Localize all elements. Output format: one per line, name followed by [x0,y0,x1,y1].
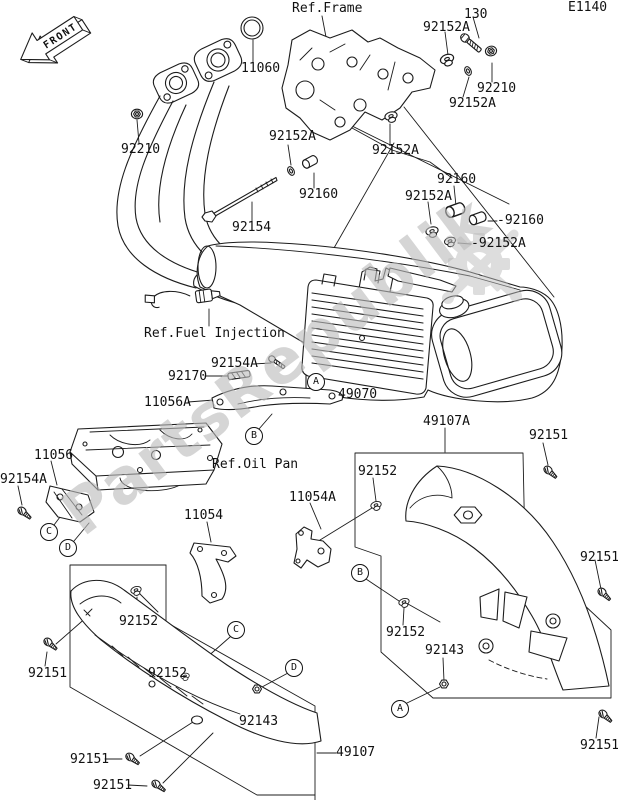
part-label: 92143 [239,714,279,729]
part-label: 92152 [386,625,426,640]
part-label: -92152A [471,236,526,251]
screw-92154a [268,355,286,370]
part-label: 92152 [148,666,188,681]
part-label: 92151 [529,428,569,443]
detail-marker: C [227,621,245,639]
detail-marker: B [245,427,263,445]
part-label: 92152A [269,129,316,144]
detail-marker: D [59,539,77,557]
part-label: -92160 [497,213,544,228]
part-label: 11054A [289,490,336,505]
part-label: 92152A [372,143,419,158]
part-label: Ref.Frame [292,1,363,16]
part-label: 92170 [168,369,208,384]
part-label: 92143 [425,643,465,658]
bracket-11056-drawing [45,485,95,523]
part-label: 49070 [338,387,378,402]
frame-bracket-drawing [281,29,453,179]
part-label: 92210 [477,81,517,96]
part-label: 11060 [241,61,281,76]
detail-marker: A [391,700,409,718]
bracket-11054-drawing [189,542,237,604]
part-label: 92151 [580,738,618,753]
oxygen-sensor-drawing [144,288,221,309]
part-label: 92152A [423,20,470,35]
heat-shield-drawing [301,268,434,395]
part-label: 92152A [405,189,452,204]
part-label: 92210 [121,142,161,157]
oil-pan-drawing [69,422,223,492]
part-label: 92160 [437,172,477,187]
part-label: 92151 [70,752,110,767]
detail-marker: B [351,564,369,582]
part-label: 11056 [34,448,74,463]
bolt-92154 [201,176,278,223]
detail-marker: D [285,659,303,677]
part-label: 92151 [28,666,68,681]
part-label: 92151 [93,778,133,793]
part-label: 92154A [0,472,47,487]
part-label: 130 [464,7,488,22]
cover-49107a-drawing [405,465,610,691]
part-label: 49107A [423,414,470,429]
detail-marker: C [40,523,58,541]
part-label: 49107 [336,745,376,760]
exhaust-holder-drawing [152,38,243,104]
part-label: 92152 [119,614,159,629]
stud-92170 [227,370,251,380]
part-label: 92154 [232,220,272,235]
part-label: 92160 [299,187,339,202]
o-ring-11060 [240,16,264,40]
part-label: 92152A [449,96,496,111]
part-label: Ref.Oil Pan [212,457,299,472]
fasteners [15,31,615,794]
part-label: Ref.Fuel Injection [144,326,285,341]
part-label: 92151 [580,550,618,565]
stay-11056a-drawing [211,385,344,411]
watermark-gear-icon [442,229,522,304]
detail-marker: A [307,373,325,391]
part-label: 11054 [184,508,224,523]
part-label: E1140 [568,0,608,15]
cover-49107-drawing [70,579,322,745]
part-label: 92154A [211,356,258,371]
part-label: 11056A [144,395,191,410]
part-label: 92152 [358,464,398,479]
bracket-11054a-drawing [293,526,332,569]
